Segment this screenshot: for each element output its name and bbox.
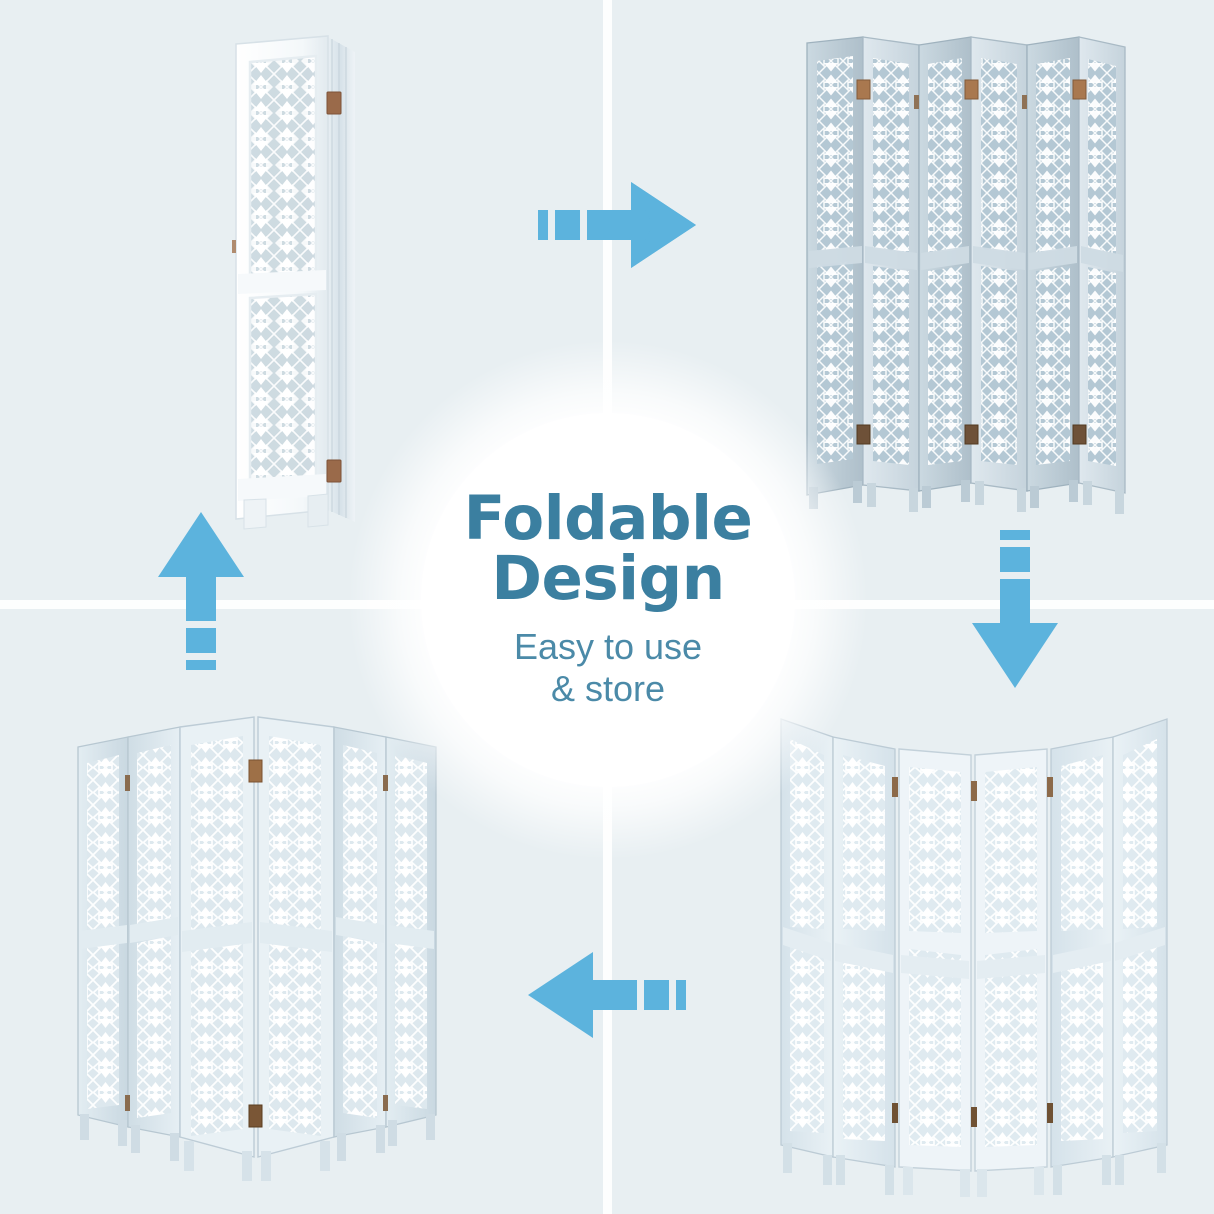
arrow-down-icon bbox=[972, 530, 1062, 688]
product-room-divider-u-shape bbox=[68, 705, 458, 1190]
headline-line-1: Foldable bbox=[463, 483, 753, 555]
arrow-up-icon bbox=[158, 512, 248, 670]
arrow-left-icon bbox=[528, 952, 686, 1042]
subheadline-line-2: & store bbox=[550, 668, 666, 710]
headline: Foldable Design bbox=[408, 483, 808, 615]
hinge-icon bbox=[232, 91, 342, 483]
center-circle bbox=[421, 413, 795, 787]
subheadline-line-1: Easy to use bbox=[513, 625, 703, 667]
product-room-divider-folded bbox=[222, 22, 392, 542]
hinge-icon bbox=[892, 777, 1053, 1127]
center-text-block: Foldable Design Easy to use & store bbox=[408, 483, 808, 711]
product-room-divider-curved bbox=[765, 705, 1185, 1197]
headline-line-2: Design bbox=[491, 543, 725, 615]
hinge-icon bbox=[125, 759, 388, 1128]
subheadline: Easy to use & store bbox=[408, 626, 808, 711]
arrow-right-icon bbox=[538, 182, 696, 272]
hinge-icon bbox=[856, 79, 1087, 445]
product-room-divider-accordion bbox=[795, 25, 1135, 515]
